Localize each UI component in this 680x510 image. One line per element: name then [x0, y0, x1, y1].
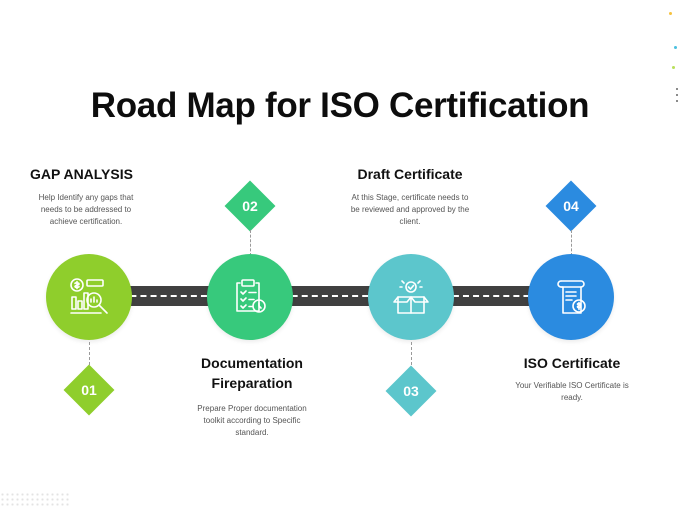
step-4-title: ISO Certificate: [523, 355, 621, 371]
step-1-number: 01: [81, 382, 97, 398]
road-dashed-line: [80, 295, 600, 297]
step-4-description: Your Verifiable ISO Certificate is ready…: [515, 381, 629, 402]
decorative-dot-grid: [0, 492, 70, 508]
gap-analysis-icon: [70, 278, 108, 314]
step-3-circle: [368, 254, 454, 340]
step-3-number: 03: [403, 383, 419, 399]
road-timeline: [80, 286, 600, 306]
open-box-icon: [393, 280, 429, 314]
step-1-circle: [46, 254, 132, 340]
step-2-description: Prepare Proper documentation toolkit acc…: [197, 404, 307, 437]
decorative-dot: [676, 88, 678, 90]
page-title: Road Map for ISO Certification: [90, 86, 590, 125]
step-1-description: Help Identify any gaps that needs to be …: [38, 193, 134, 226]
step-1-title: GAP ANALYSIS: [30, 166, 133, 182]
step-3-connector: [411, 342, 412, 370]
step-4-badge: 04: [545, 180, 597, 232]
step-3-title: Draft Certificate: [357, 166, 463, 182]
step-4-number: 04: [563, 198, 579, 214]
decorative-dot: [672, 66, 675, 69]
step-2-title-line1: Documentation: [201, 355, 303, 371]
step-1-connector: [89, 342, 90, 370]
decorative-dot: [676, 100, 678, 102]
checklist-clock-icon: [236, 279, 266, 313]
step-2-title-line2: Fireparation: [211, 375, 293, 391]
decorative-dot: [676, 94, 678, 96]
step-2-connector: [250, 230, 251, 256]
step-3-description: At this Stage, certificate needs to be r…: [350, 193, 470, 226]
step-4-connector: [571, 230, 572, 256]
step-4-circle: [528, 254, 614, 340]
step-3-badge: 03: [385, 365, 437, 417]
step-2-badge: 02: [224, 180, 276, 232]
decorative-dot: [669, 12, 672, 15]
certificate-icon: [557, 280, 586, 314]
step-2-title: Documentation Fireparation: [180, 353, 324, 393]
step-2-circle: [207, 254, 293, 340]
step-2-number: 02: [242, 198, 258, 214]
step-1-badge: 01: [63, 364, 115, 416]
decorative-dot: [674, 46, 677, 49]
